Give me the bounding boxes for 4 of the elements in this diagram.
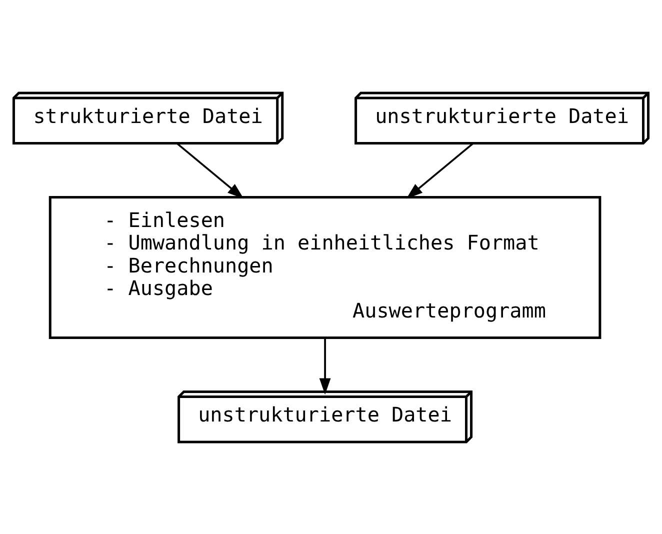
arrow — [319, 337, 331, 394]
arrow — [176, 142, 244, 198]
node-box: - Einlesen - Umwandlung in einheitliches Format - Berechnungen - Ausgabe Auswerteprogramm — [48, 195, 602, 339]
arrow — [406, 142, 474, 198]
